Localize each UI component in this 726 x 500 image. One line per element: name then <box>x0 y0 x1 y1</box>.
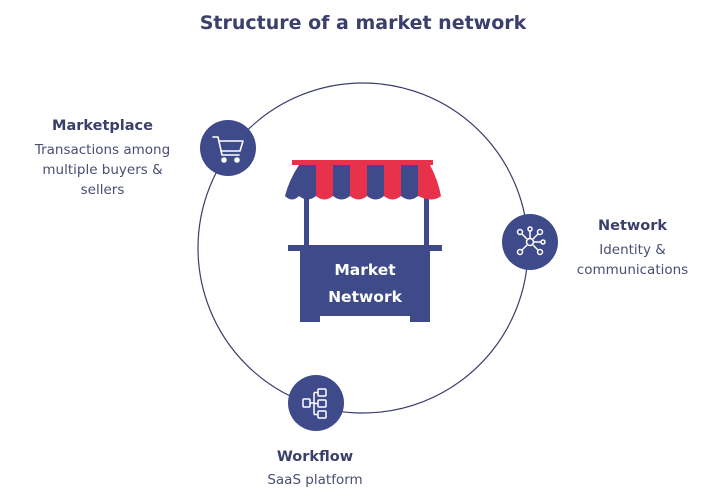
workflow-node <box>288 375 344 431</box>
network-desc-line2: communications <box>576 262 689 278</box>
marketplace-title: Marketplace <box>52 118 153 134</box>
workflow-desc-line1: SaaS platform <box>267 472 363 488</box>
center-label-line1: Market <box>334 261 396 279</box>
page-title: Structure of a market network <box>199 12 527 34</box>
network-title: Network <box>597 218 668 234</box>
center-label-line2: Network <box>328 288 402 306</box>
market-stall-illustration <box>285 160 442 322</box>
stall-top-bar <box>292 160 433 165</box>
stall-awning <box>285 165 441 200</box>
workflow-title: Workflow <box>276 449 354 465</box>
stall-right-post <box>424 198 429 248</box>
stall-right-foot <box>410 316 430 322</box>
marketplace-label: Marketplace Transactions among multiple … <box>20 116 185 200</box>
stall-counter-top <box>288 245 442 251</box>
marketplace-node <box>200 120 256 176</box>
network-hub-icon <box>516 226 546 256</box>
network-label: Network Identity & communications <box>565 216 700 280</box>
marketplace-desc-line1: Transactions among <box>34 142 171 158</box>
network-node <box>502 214 558 270</box>
stall-left-post <box>304 198 309 248</box>
network-desc-line1: Identity & <box>599 242 666 258</box>
workflow-tree-icon <box>302 388 327 419</box>
shopping-cart-icon <box>212 136 244 163</box>
stall-left-foot <box>300 316 320 322</box>
stall-counter-body <box>300 251 430 316</box>
workflow-label: Workflow SaaS platform <box>240 447 390 490</box>
marketplace-desc-line2: multiple buyers & sellers <box>42 162 163 198</box>
